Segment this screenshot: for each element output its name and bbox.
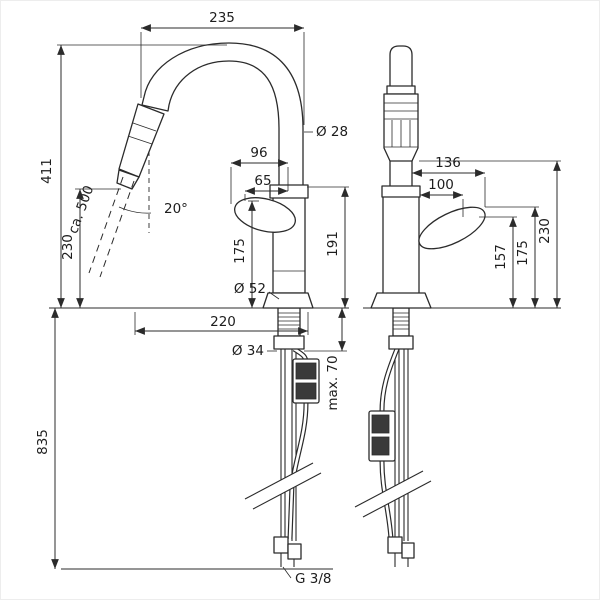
dim-outlet-height-front: 230 (419, 160, 561, 308)
dim-handle-reach-inner-front: 100 (420, 177, 464, 217)
pullout-hose-dashes (88, 176, 135, 278)
dim-total-height: 411 (39, 44, 227, 308)
dim-175-side-label: 175 (232, 238, 248, 264)
lever-handle-front (418, 206, 486, 250)
dim-lever-top-height: 175 (485, 206, 539, 308)
break-marks-front (354, 470, 432, 518)
hose-weight-front (368, 410, 396, 462)
dim-handle-reach-outer-front: 136 (412, 155, 486, 207)
dim-100-label: 100 (428, 177, 454, 193)
dim-escutcheon-diameter: Ø 52 (234, 281, 280, 300)
swivel-angle-label: 20° (164, 201, 188, 217)
dim-supply-length: 835 (35, 308, 59, 569)
dim-65-label: 65 (254, 173, 271, 189)
dim-96-label: 96 (250, 145, 267, 161)
swivel-collar-front (381, 185, 421, 198)
dim-total-height-label: 411 (39, 158, 55, 184)
dim-lever-low-height: 157 (479, 216, 517, 308)
dim-136-label: 136 (435, 155, 461, 171)
hose-weight-side (292, 358, 320, 404)
dim-handle-reach-outer-side: 96 (230, 145, 289, 204)
dim-top-width: 235 (140, 10, 305, 125)
dim-body-height-side: 191 (307, 186, 349, 308)
dim-outlet-height-side: 230 (60, 188, 121, 308)
dim-g38-label: G 3/8 (295, 571, 331, 587)
dim-spout-reach: 220 (134, 312, 309, 335)
faucet-body-front (382, 190, 420, 295)
side-view: 20° ca. 500 235 411 230 96 (35, 10, 349, 587)
dim-175-front-label: 175 (515, 240, 531, 266)
mounting-shank-side (273, 307, 305, 350)
mounting-shank-front (388, 307, 414, 350)
dim-handle-reach-inner-side: 65 (244, 173, 288, 201)
front-view: 136 100 157 175 230 (354, 45, 561, 567)
dim-outlet-height-side-label: 230 (60, 234, 76, 260)
dim-spout-diameter: Ø 28 (304, 124, 348, 140)
spray-head-front (383, 85, 419, 162)
swivel-angle-annotation: 20° (118, 151, 188, 233)
dim-hole-diameter: Ø 34 (232, 343, 277, 359)
dim-157-label: 157 (493, 244, 509, 270)
dim-max70-label: max. 70 (325, 355, 341, 410)
dim-connection-thread: G 3/8 (282, 566, 331, 587)
spray-head-side (116, 103, 165, 190)
break-marks-side (244, 462, 322, 510)
dim-220-label: 220 (210, 314, 236, 330)
base-escutcheon-front (370, 292, 432, 309)
gooseneck-spout (141, 42, 304, 192)
dim-handle-height-side: 175 (232, 200, 259, 308)
pullout-length-label: ca. 500 (65, 183, 97, 236)
dim-d28-label: Ø 28 (316, 124, 348, 140)
dim-top-width-label: 235 (209, 10, 235, 26)
dim-230-front-label: 230 (537, 218, 553, 244)
dim-max-deck-thickness: max. 70 (304, 308, 347, 411)
base-escutcheon-side (262, 292, 314, 309)
dim-d34-label: Ø 34 (232, 343, 264, 359)
dim-d52-label: Ø 52 (234, 281, 266, 297)
hose-connectors-side (273, 536, 302, 567)
dim-835-label: 835 (35, 429, 51, 455)
hose-connectors-front (387, 536, 415, 567)
dim-191-label: 191 (325, 231, 341, 257)
